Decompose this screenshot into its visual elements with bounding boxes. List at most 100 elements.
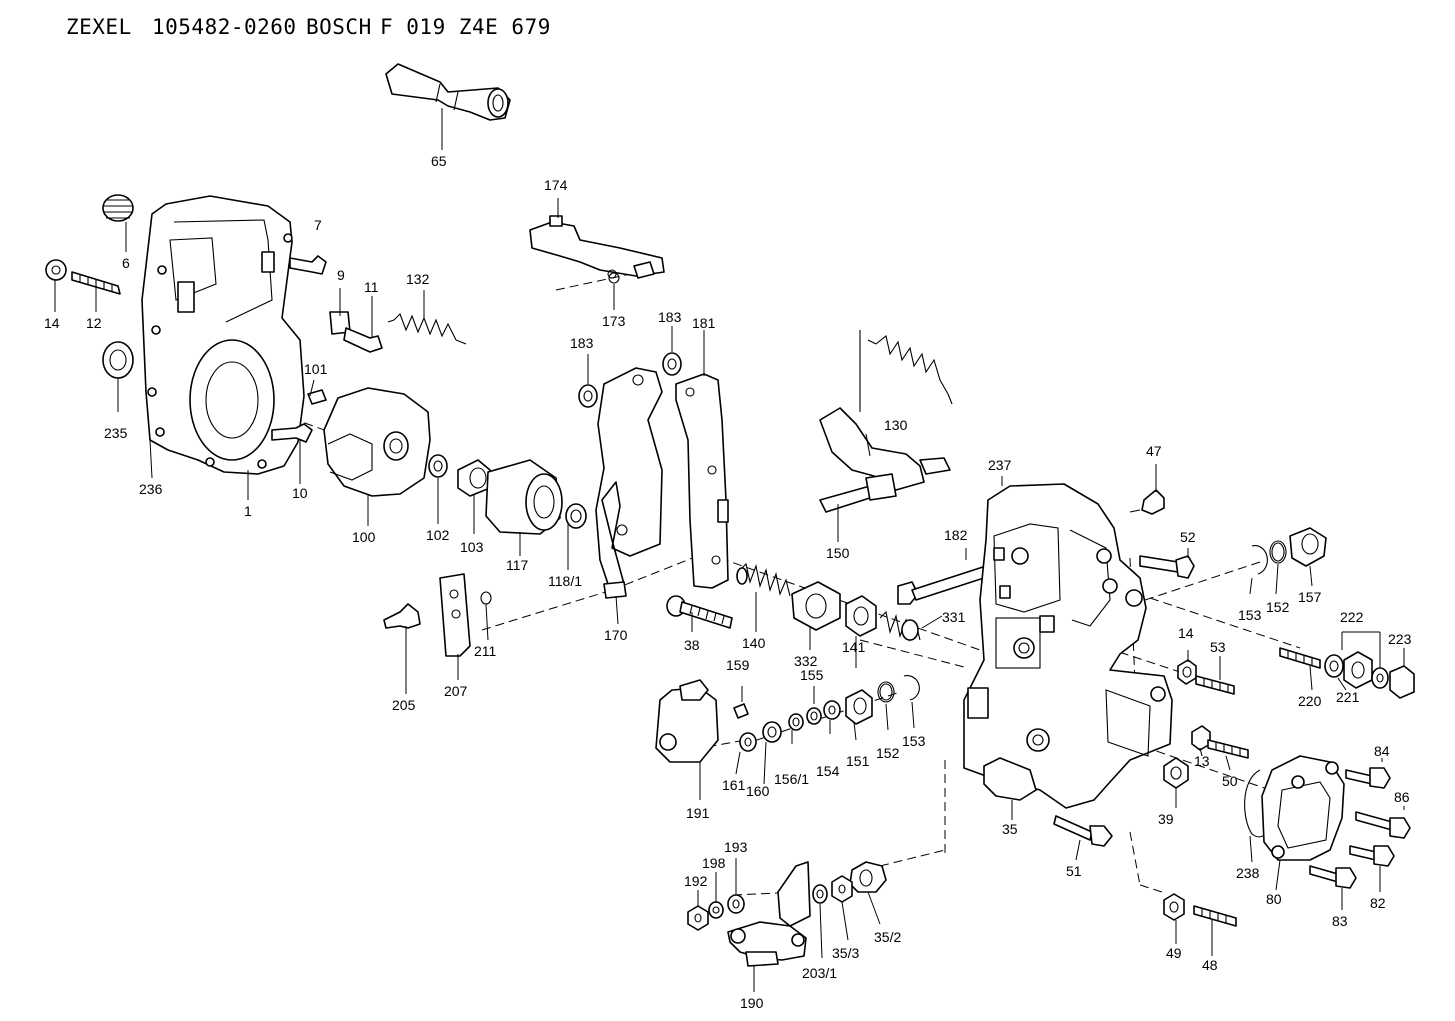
- label-49: 49: [1166, 945, 1182, 961]
- label-155: 155: [800, 667, 824, 683]
- leader-lines: [54, 108, 1405, 992]
- label-156-1: 156/1: [774, 771, 809, 787]
- label-153a: 153: [902, 733, 926, 749]
- label-101: 101: [304, 361, 328, 377]
- part-235-ring-nut: [102, 341, 134, 379]
- part-80-cover: [1261, 755, 1345, 861]
- part-101-key: [307, 389, 327, 405]
- part-183-spacer-a: [578, 384, 598, 408]
- part-221-washer: [1324, 654, 1344, 678]
- label-160: 160: [746, 783, 770, 799]
- part-103-sleeve: [457, 459, 491, 497]
- label-10: 10: [292, 485, 308, 501]
- part-12-stud: [71, 271, 121, 295]
- part-35-3-nut: [831, 875, 853, 903]
- part-151-plug: [845, 689, 873, 725]
- part-130-start-lever: [819, 330, 951, 491]
- part-181-tension-lever: [675, 373, 729, 589]
- label-220: 220: [1298, 693, 1322, 709]
- part-51-bolt: [1053, 815, 1113, 847]
- label-52: 52: [1180, 529, 1196, 545]
- label-83: 83: [1332, 913, 1348, 929]
- part-53-stud: [1195, 675, 1235, 695]
- part-222-nut: [1343, 651, 1373, 689]
- part-84-bolt: [1345, 767, 1391, 789]
- label-103: 103: [460, 539, 484, 555]
- part-205-pin: [383, 603, 421, 629]
- label-211: 211: [474, 643, 497, 659]
- label-150: 150: [826, 545, 850, 561]
- label-11: 11: [364, 279, 379, 295]
- label-6: 6: [122, 255, 130, 271]
- label-35-3: 35/3: [832, 945, 859, 961]
- label-152b: 152: [1266, 599, 1290, 615]
- label-153b: 153: [1238, 607, 1262, 623]
- label-190: 190: [740, 995, 764, 1011]
- label-207: 207: [444, 683, 468, 699]
- label-157: 157: [1298, 589, 1322, 605]
- label-84: 84: [1374, 743, 1390, 759]
- label-130: 130: [884, 417, 908, 433]
- part-50-stud: [1207, 739, 1249, 759]
- part-332-nut: [791, 581, 841, 631]
- part-141-nut: [845, 595, 877, 637]
- part-211-clip: [480, 591, 492, 605]
- part-191-lever-block: [655, 679, 719, 763]
- part-65-fitting: [385, 63, 511, 121]
- label-174: 174: [544, 177, 568, 193]
- part-161-washer: [739, 732, 757, 752]
- part-170-governor-lever: [595, 367, 663, 599]
- label-86: 86: [1394, 789, 1410, 805]
- label-222: 222: [1340, 609, 1364, 625]
- label-1: 1: [244, 503, 252, 519]
- part-82-bolt: [1349, 845, 1395, 867]
- label-82: 82: [1370, 895, 1386, 911]
- part-49-nut: [1163, 893, 1185, 921]
- label-198: 198: [702, 855, 726, 871]
- part-222-washer: [1371, 667, 1389, 689]
- label-117: 117: [506, 557, 529, 573]
- label-48: 48: [1202, 957, 1218, 973]
- label-50: 50: [1222, 773, 1238, 789]
- label-223: 223: [1388, 631, 1412, 647]
- part-153-circlip-b: [1251, 545, 1268, 575]
- part-237-cover-housing: [963, 483, 1173, 809]
- part-132-spring: [387, 313, 467, 345]
- label-173: 173: [602, 313, 626, 329]
- label-182: 182: [944, 527, 968, 543]
- label-102: 102: [426, 527, 450, 543]
- label-154: 154: [816, 763, 840, 779]
- part-152-oring-b: [1269, 540, 1287, 564]
- part-35-housing-lower: [983, 757, 1037, 801]
- label-183a: 183: [570, 335, 594, 351]
- label-203-1: 203/1: [802, 965, 837, 981]
- label-193: 193: [724, 839, 748, 855]
- part-192-nut: [687, 905, 709, 931]
- label-13: 13: [1194, 753, 1210, 769]
- part-150-shaft: [819, 473, 897, 513]
- part-193-washer: [727, 894, 745, 914]
- part-155-shim: [806, 707, 822, 725]
- part-140-spring: [736, 562, 791, 597]
- header-brand: ZEXEL: [66, 15, 132, 39]
- label-14: 14: [44, 315, 60, 331]
- part-48-stud: [1193, 905, 1237, 927]
- part-331-spring: [879, 610, 921, 642]
- label-14-right: 14: [1178, 625, 1194, 641]
- part-52-bolt: [1139, 555, 1195, 579]
- label-161: 161: [722, 777, 746, 793]
- diagram-header: ZEXEL 105482-0260 BOSCH F 019 Z4E 679: [66, 15, 550, 39]
- part-156-1-shim: [788, 713, 804, 731]
- label-38: 38: [684, 637, 700, 653]
- label-7: 7: [314, 217, 322, 233]
- label-170: 170: [604, 627, 628, 643]
- part-39-nut: [1163, 757, 1189, 789]
- part-154-shim: [823, 700, 841, 720]
- part-182-long-bolt: [897, 565, 991, 605]
- part-183-spacer-b: [662, 352, 682, 376]
- part-86-bolt: [1355, 811, 1411, 839]
- label-140: 140: [742, 635, 766, 651]
- part-7-bolt: [289, 255, 327, 275]
- label-39: 39: [1158, 811, 1174, 827]
